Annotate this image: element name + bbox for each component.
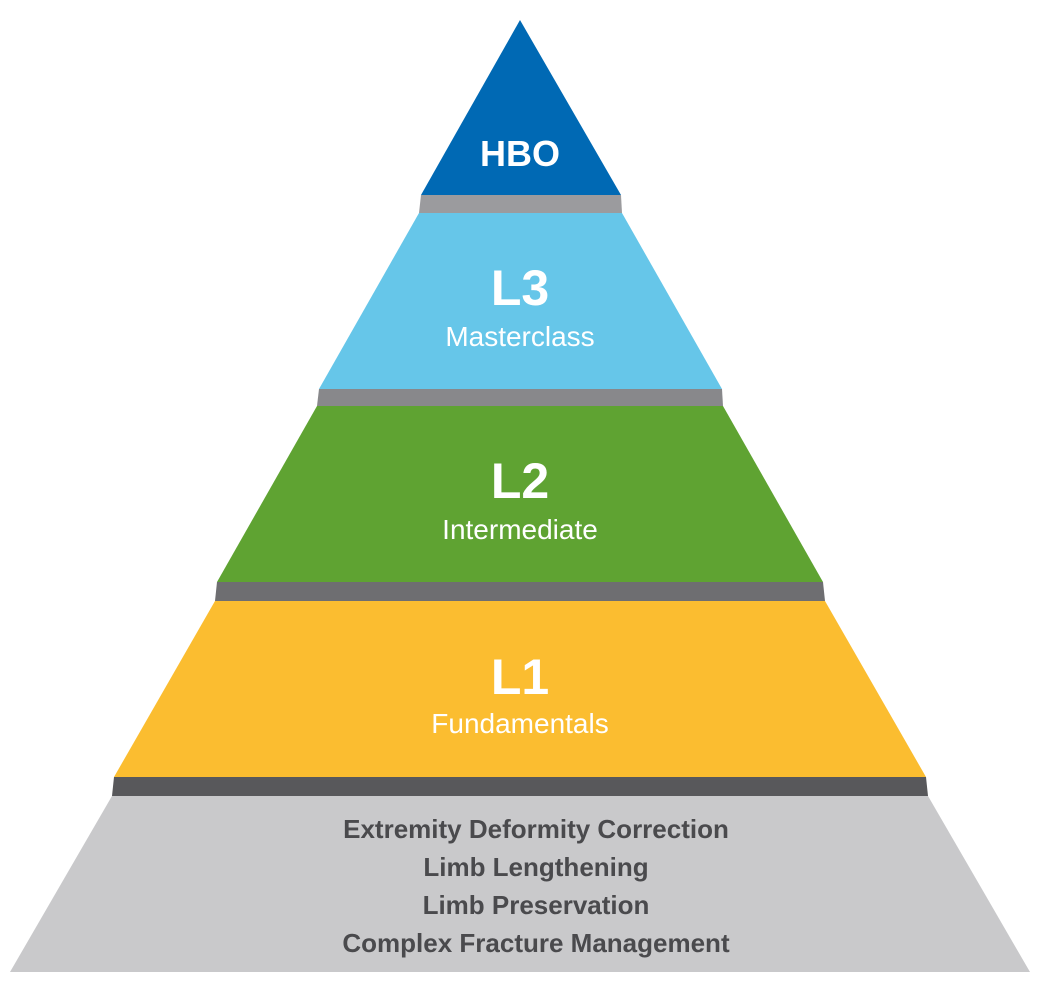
tier-l3-subtitle: Masterclass: [445, 321, 594, 352]
tier-l1: [114, 601, 926, 777]
connector-l2-l1: [215, 582, 825, 601]
base-line-4: Complex Fracture Management: [342, 928, 730, 958]
tier-l1-title: L1: [491, 649, 549, 705]
connector-l3-l2: [317, 389, 723, 406]
tier-l1-subtitle: Fundamentals: [431, 708, 608, 739]
connector-l1-base: [112, 777, 928, 796]
tier-hbo: [421, 20, 621, 195]
base-line-1: Extremity Deformity Correction: [343, 814, 729, 844]
tier-l3-title: L3: [491, 260, 549, 316]
base-line-2: Limb Lengthening: [423, 852, 648, 882]
tier-base: [10, 796, 1030, 972]
tier-l2-title: L2: [491, 453, 549, 509]
tier-l3: [319, 213, 722, 389]
tier-l2: [217, 406, 823, 582]
tier-l2-subtitle: Intermediate: [442, 514, 598, 545]
base-line-3: Limb Preservation: [423, 890, 650, 920]
connector-hbo-l3: [419, 195, 622, 213]
tier-hbo-title: HBO: [480, 133, 560, 174]
